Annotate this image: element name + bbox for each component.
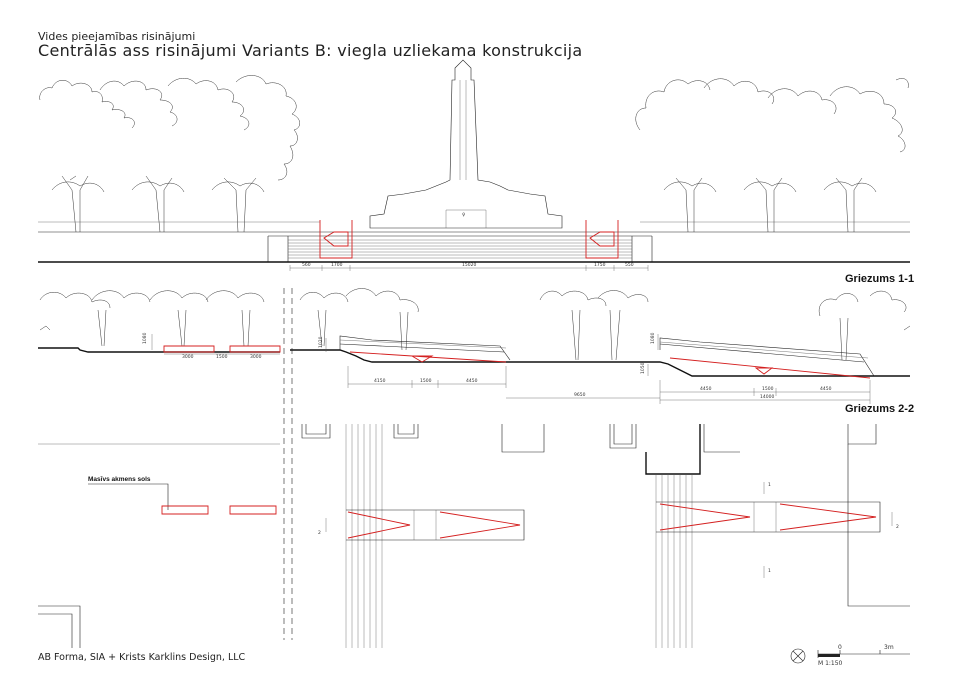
plan-marker-2-left: 2 <box>318 530 321 536</box>
dim-ramp-left-1: 4150 <box>374 378 386 384</box>
monument: ♀ <box>369 59 563 229</box>
tree-row-right <box>635 78 909 233</box>
dim-h-3: 1080 <box>650 332 656 344</box>
dim-h-1: 1080 <box>142 332 148 344</box>
tree-row-left <box>39 75 300 233</box>
scale-zero: 0 <box>838 644 842 651</box>
drawing-subtitle: Vides pieejamības risinājumi <box>38 30 195 43</box>
drawing-title: Centrālās ass risinājumi Variants B: vie… <box>38 41 582 60</box>
bench-label: Masīvs akmens sols <box>88 476 151 483</box>
scale-ratio: M 1:150 <box>818 660 843 667</box>
section-label-2: Griezums 2-2 <box>845 403 914 415</box>
north-arrow <box>790 648 806 664</box>
dim-ramp-right-1: 4450 <box>700 386 712 392</box>
plan-marker-1-bottom: 1 <box>768 568 771 574</box>
stair-hatch <box>288 239 632 259</box>
plan-marker-1-top: 1 <box>768 482 771 488</box>
plan-view: Masīvs akmens sols 2 1 <box>38 424 910 648</box>
dim-ramp-right-2: 1500 <box>762 386 774 392</box>
dim-ramp-left-3: 4450 <box>466 378 478 384</box>
dimension-chain-1: 560 1700 15020 1750 550 <box>289 262 649 271</box>
dim-h-2: 1020 <box>318 336 324 348</box>
dim-550: 550 <box>625 262 634 268</box>
dim-h-4: 1050 <box>640 362 646 374</box>
dim-bench-2: 3000 <box>250 354 262 360</box>
plan-marker-2-right: 2 <box>896 524 899 530</box>
walkway-right: 1 1 2 <box>645 424 910 648</box>
scale-end: 3m <box>884 644 894 651</box>
dim-1750: 1750 <box>594 262 606 268</box>
dim-560: 560 <box>302 262 311 268</box>
dim-15020: 15020 <box>462 262 476 268</box>
dim-1700: 1700 <box>331 262 343 268</box>
section-label-1: Griezums 1-1 <box>845 273 914 285</box>
scale-bar: 0 3m M 1:150 <box>817 644 910 667</box>
dim-ramp-right-3: 4450 <box>820 386 832 392</box>
walkway-left: 2 <box>318 424 525 648</box>
credit-line: AB Forma, SIA + Krists Karklins Design, … <box>38 652 246 663</box>
dim-span: 9650 <box>574 392 586 398</box>
dim-ramp-left-2: 1500 <box>420 378 432 384</box>
dim-bench-1: 3000 <box>182 354 194 360</box>
monument-figure-mark: ♀ <box>462 212 465 218</box>
elevation-view: ♀ <box>38 59 914 285</box>
dim-bench-gap: 1500 <box>216 354 228 360</box>
section-view: 3000 1500 3000 1080 1020 1080 1050 4150 … <box>38 288 914 415</box>
dim-ramp-right-total: 14000 <box>760 394 774 400</box>
section-trees <box>39 288 911 361</box>
divider-dashed <box>283 288 293 640</box>
